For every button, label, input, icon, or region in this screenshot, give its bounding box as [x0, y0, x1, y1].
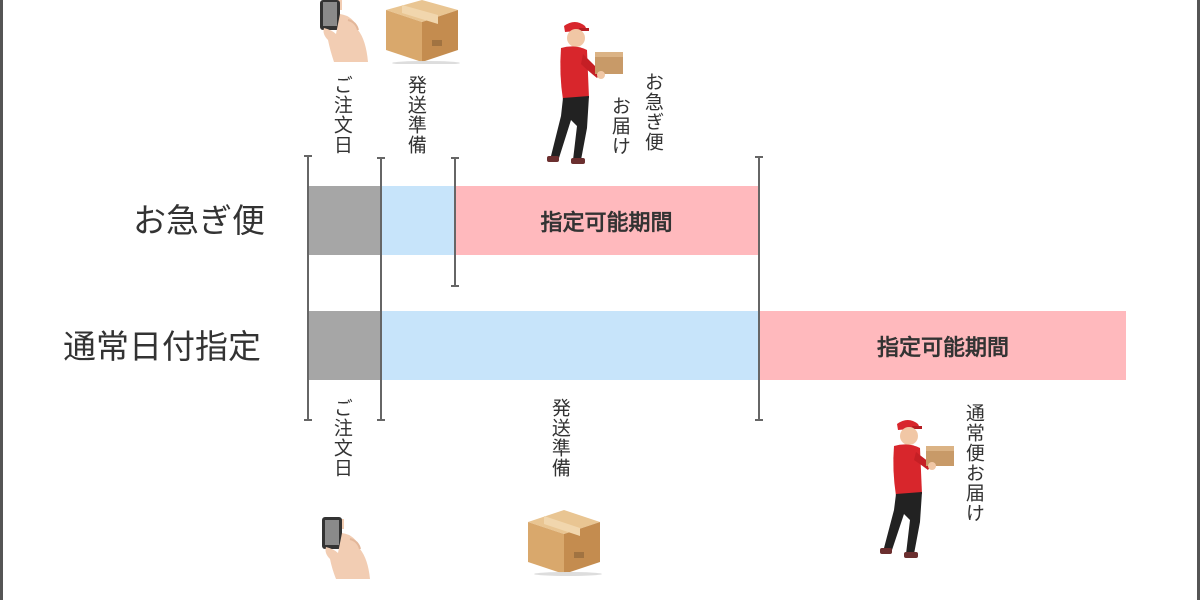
order-day-marker: [307, 155, 309, 421]
row-label-standard: 通常日付指定: [63, 327, 261, 366]
bottom-label-standard-delivery: 通常便お届け: [962, 403, 985, 523]
delivery-person-icon: [547, 22, 623, 164]
standard-order-segment: [308, 311, 381, 380]
marker-cap: [755, 419, 763, 421]
express-prep-segment: [381, 186, 455, 255]
prep-start-marker: [380, 157, 382, 421]
marker-cap: [377, 157, 385, 159]
marker-cap: [451, 157, 459, 159]
top-label-express-delivery-2: お届け: [608, 96, 631, 156]
cardboard-box-icon: [386, 0, 460, 64]
marker-cap: [755, 156, 763, 158]
express-order-segment: [308, 186, 381, 255]
cardboard-box-icon: [528, 510, 602, 576]
marker-cap: [304, 155, 312, 157]
express-period-segment: 指定可能期間: [455, 186, 758, 255]
bottom-label-shipping-prep: 発送準備: [548, 398, 571, 478]
standard-prep-segment: [381, 311, 760, 380]
marker-cap: [377, 419, 385, 421]
hand-holding-smartphone-icon: [320, 0, 368, 62]
standard-delivery-marker: [758, 156, 760, 421]
marker-cap: [451, 285, 459, 287]
left-border: [0, 0, 3, 600]
right-border: [1197, 0, 1200, 600]
delivery-person-icon: [880, 420, 954, 558]
top-label-shipping-prep: 発送準備: [404, 75, 427, 155]
top-label-express-delivery-1: お急ぎ便: [641, 72, 664, 152]
top-label-order-day: ご注文日: [330, 75, 353, 155]
row-label-express: お急ぎ便: [133, 201, 265, 240]
bottom-label-order-day: ご注文日: [330, 398, 353, 478]
standard-period-segment: 指定可能期間: [760, 311, 1126, 380]
hand-holding-smartphone-icon: [322, 517, 370, 579]
express-delivery-marker: [454, 157, 456, 287]
marker-cap: [304, 419, 312, 421]
